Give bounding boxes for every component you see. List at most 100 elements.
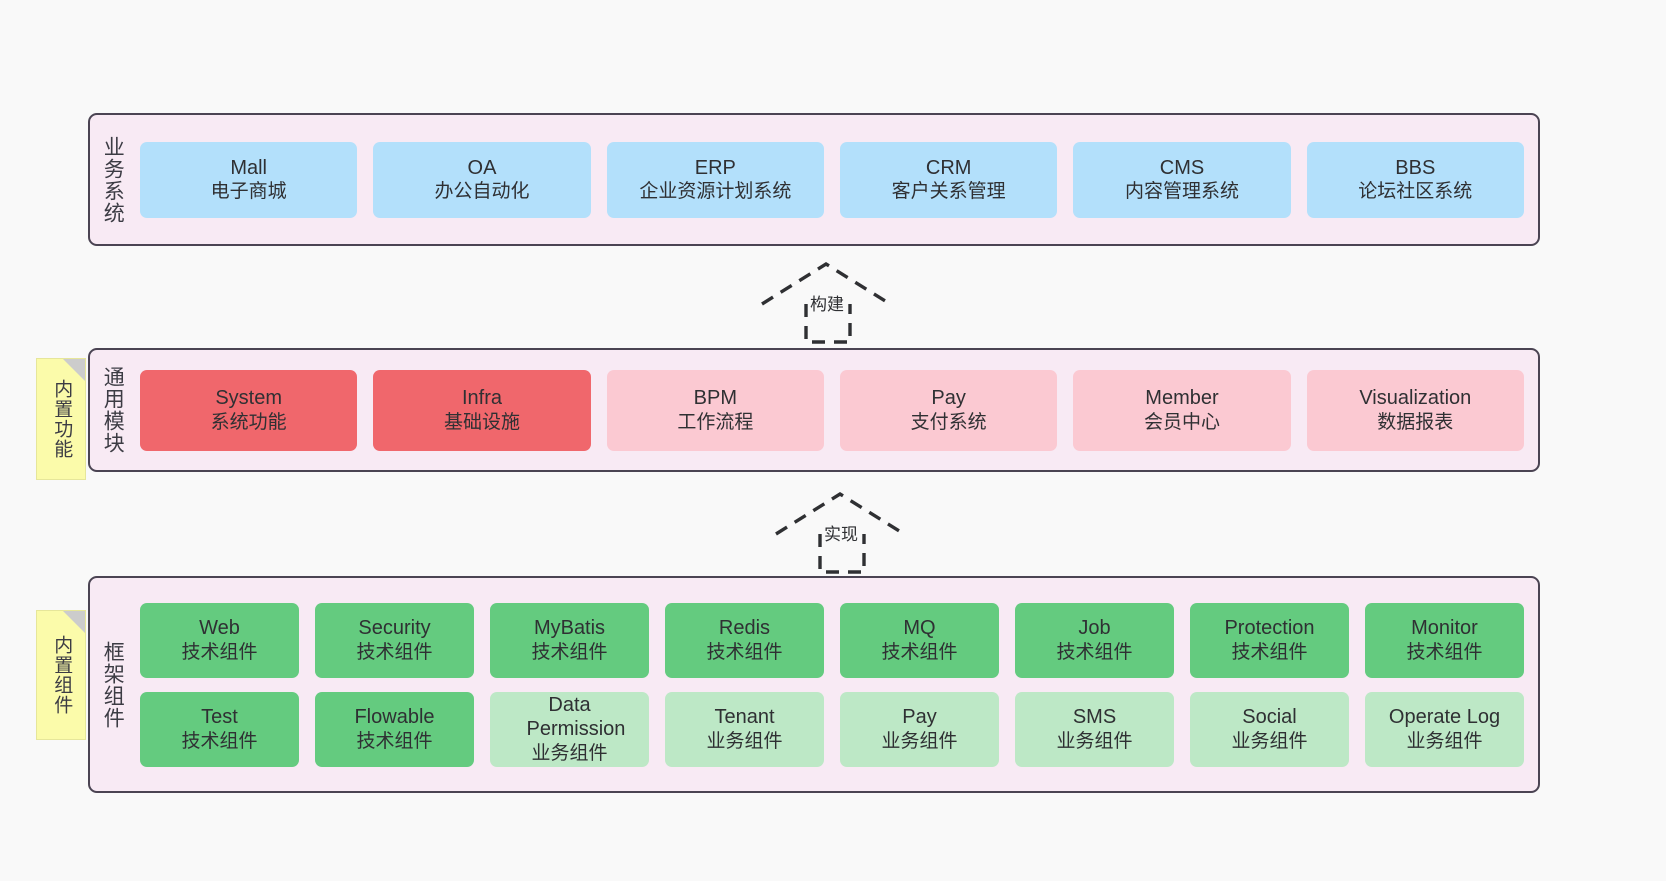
item-title: Security <box>358 617 431 640</box>
item-subtitle: 办公自动化 <box>434 181 530 203</box>
item-title: Visualization <box>1359 387 1472 410</box>
item-pay-component[interactable]: Pay 业务组件 <box>840 691 999 767</box>
item-operate-log[interactable]: Operate Log 业务组件 <box>1365 691 1524 767</box>
item-subtitle: 技术组件 <box>356 730 433 752</box>
layer-title-framework-components: 框架组件 <box>101 640 125 729</box>
item-test[interactable]: Test 技术组件 <box>140 691 299 767</box>
item-title: CRM <box>925 156 972 179</box>
item-title: MQ <box>903 617 936 640</box>
sticky-note-builtin-components: 内置组件 <box>36 610 86 740</box>
connector-implement: 实现 <box>772 488 914 576</box>
sticky-note-builtin-features: 内置功能 <box>36 358 86 480</box>
item-cms[interactable]: CMS 内容管理系统 <box>1073 141 1291 218</box>
layer-body-framework-components: Web 技术组件 Security 技术组件 MyBatis 技术组件 Redi… <box>134 578 1538 791</box>
item-subtitle: 技术组件 <box>706 641 783 663</box>
item-oa[interactable]: OA 办公自动化 <box>373 141 591 218</box>
item-subtitle: 基础设施 <box>443 411 520 433</box>
item-title: Test <box>201 706 238 729</box>
item-row: System 系统功能 Infra 基础设施 BPM 工作流程 Pay 支付系统… <box>140 369 1524 451</box>
item-subtitle: 业务组件 <box>1056 730 1133 752</box>
item-subtitle: 论坛社区系统 <box>1358 181 1473 203</box>
item-subtitle: 业务组件 <box>1231 730 1308 752</box>
item-title: MyBatis <box>533 617 606 640</box>
layer-body-business-systems: Mall 电子商城 OA 办公自动化 ERP 企业资源计划系统 CRM 客户关系… <box>134 115 1538 244</box>
item-subtitle: 技术组件 <box>1231 641 1308 663</box>
item-job[interactable]: Job 技术组件 <box>1015 602 1174 678</box>
folded-corner-icon <box>63 359 85 381</box>
item-subtitle: 系统功能 <box>210 411 287 433</box>
item-subtitle: 支付系统 <box>910 411 987 433</box>
layer-title-business-systems: 业务系统 <box>101 135 125 224</box>
item-tenant[interactable]: Tenant 业务组件 <box>665 691 824 767</box>
item-title: Infra <box>461 387 502 410</box>
item-subtitle: 技术组件 <box>1406 641 1483 663</box>
item-web[interactable]: Web 技术组件 <box>140 602 299 678</box>
item-subtitle: 客户关系管理 <box>891 181 1006 203</box>
item-infra[interactable]: Infra 基础设施 <box>373 369 591 451</box>
item-title: Member <box>1145 387 1219 410</box>
layer-common-modules: 通用模块 System 系统功能 Infra 基础设施 BPM 工作流程 Pay… <box>88 348 1540 472</box>
item-title: Tenant <box>714 706 775 729</box>
item-member[interactable]: Member 会员中心 <box>1073 369 1291 451</box>
item-mybatis[interactable]: MyBatis 技术组件 <box>490 602 649 678</box>
item-title: Pay <box>931 387 966 410</box>
item-title: Redis <box>718 617 771 640</box>
item-data-permission[interactable]: Data Permission 业务组件 <box>490 691 649 767</box>
item-subtitle: 技术组件 <box>1056 641 1133 663</box>
item-crm[interactable]: CRM 客户关系管理 <box>839 141 1058 218</box>
connector-build: 构建 <box>758 258 900 346</box>
item-subtitle: 内容管理系统 <box>1124 181 1239 203</box>
item-subtitle: 业务组件 <box>881 730 958 752</box>
item-title: Mall <box>230 156 267 179</box>
layer-business-systems: 业务系统 Mall 电子商城 OA 办公自动化 ERP 企业资源计划系统 CRM… <box>88 113 1540 246</box>
item-title: SMS <box>1072 706 1117 729</box>
layer-body-common-modules: System 系统功能 Infra 基础设施 BPM 工作流程 Pay 支付系统… <box>134 350 1538 470</box>
item-visualization[interactable]: Visualization 数据报表 <box>1306 369 1524 451</box>
item-erp[interactable]: ERP 企业资源计划系统 <box>606 141 824 218</box>
item-row: Test 技术组件 Flowable 技术组件 Data Permission … <box>140 691 1524 767</box>
item-social[interactable]: Social 业务组件 <box>1190 691 1349 767</box>
item-title: Flowable <box>354 706 435 729</box>
item-title: CMS <box>1159 156 1205 179</box>
item-security[interactable]: Security 技术组件 <box>315 602 474 678</box>
item-subtitle: 业务组件 <box>1406 730 1483 752</box>
item-subtitle: 技术组件 <box>181 730 258 752</box>
item-subtitle: 技术组件 <box>181 641 258 663</box>
item-subtitle: 会员中心 <box>1143 411 1220 433</box>
item-monitor[interactable]: Monitor 技术组件 <box>1365 602 1524 678</box>
item-mall[interactable]: Mall 电子商城 <box>140 141 358 218</box>
item-subtitle: 技术组件 <box>881 641 958 663</box>
item-title: BBS <box>1395 156 1436 179</box>
connector-label-implement: 实现 <box>824 525 858 544</box>
item-redis[interactable]: Redis 技术组件 <box>665 602 824 678</box>
item-title: OA <box>467 156 497 179</box>
item-title: Operate Log <box>1388 706 1501 729</box>
item-title: Job <box>1078 617 1111 640</box>
item-sms[interactable]: SMS 业务组件 <box>1015 691 1174 767</box>
item-flowable[interactable]: Flowable 技术组件 <box>315 691 474 767</box>
item-title: Monitor <box>1411 617 1478 640</box>
item-subtitle: 企业资源计划系统 <box>639 181 792 203</box>
layer-title-common-modules: 通用模块 <box>101 366 125 454</box>
item-title: Social <box>1242 706 1297 729</box>
item-subtitle: 业务组件 <box>531 742 608 764</box>
item-bpm[interactable]: BPM 工作流程 <box>606 369 824 451</box>
item-bbs[interactable]: BBS 论坛社区系统 <box>1306 141 1524 218</box>
item-row: Mall 电子商城 OA 办公自动化 ERP 企业资源计划系统 CRM 客户关系… <box>140 141 1524 218</box>
item-title: Data Permission <box>526 693 626 741</box>
item-row: Web 技术组件 Security 技术组件 MyBatis 技术组件 Redi… <box>140 602 1524 678</box>
item-protection[interactable]: Protection 技术组件 <box>1190 602 1349 678</box>
item-system[interactable]: System 系统功能 <box>140 369 358 451</box>
item-subtitle: 数据报表 <box>1377 411 1454 433</box>
connector-label-build: 构建 <box>810 295 844 314</box>
item-subtitle: 业务组件 <box>706 730 783 752</box>
item-mq[interactable]: MQ 技术组件 <box>840 602 999 678</box>
item-pay-module[interactable]: Pay 支付系统 <box>839 369 1058 451</box>
sticky-note-label: 内置组件 <box>51 635 73 715</box>
folded-corner-icon <box>63 611 85 633</box>
item-title: BPM <box>693 387 737 410</box>
item-subtitle: 技术组件 <box>531 641 608 663</box>
item-subtitle: 工作流程 <box>677 411 754 433</box>
item-title: Web <box>199 617 240 640</box>
